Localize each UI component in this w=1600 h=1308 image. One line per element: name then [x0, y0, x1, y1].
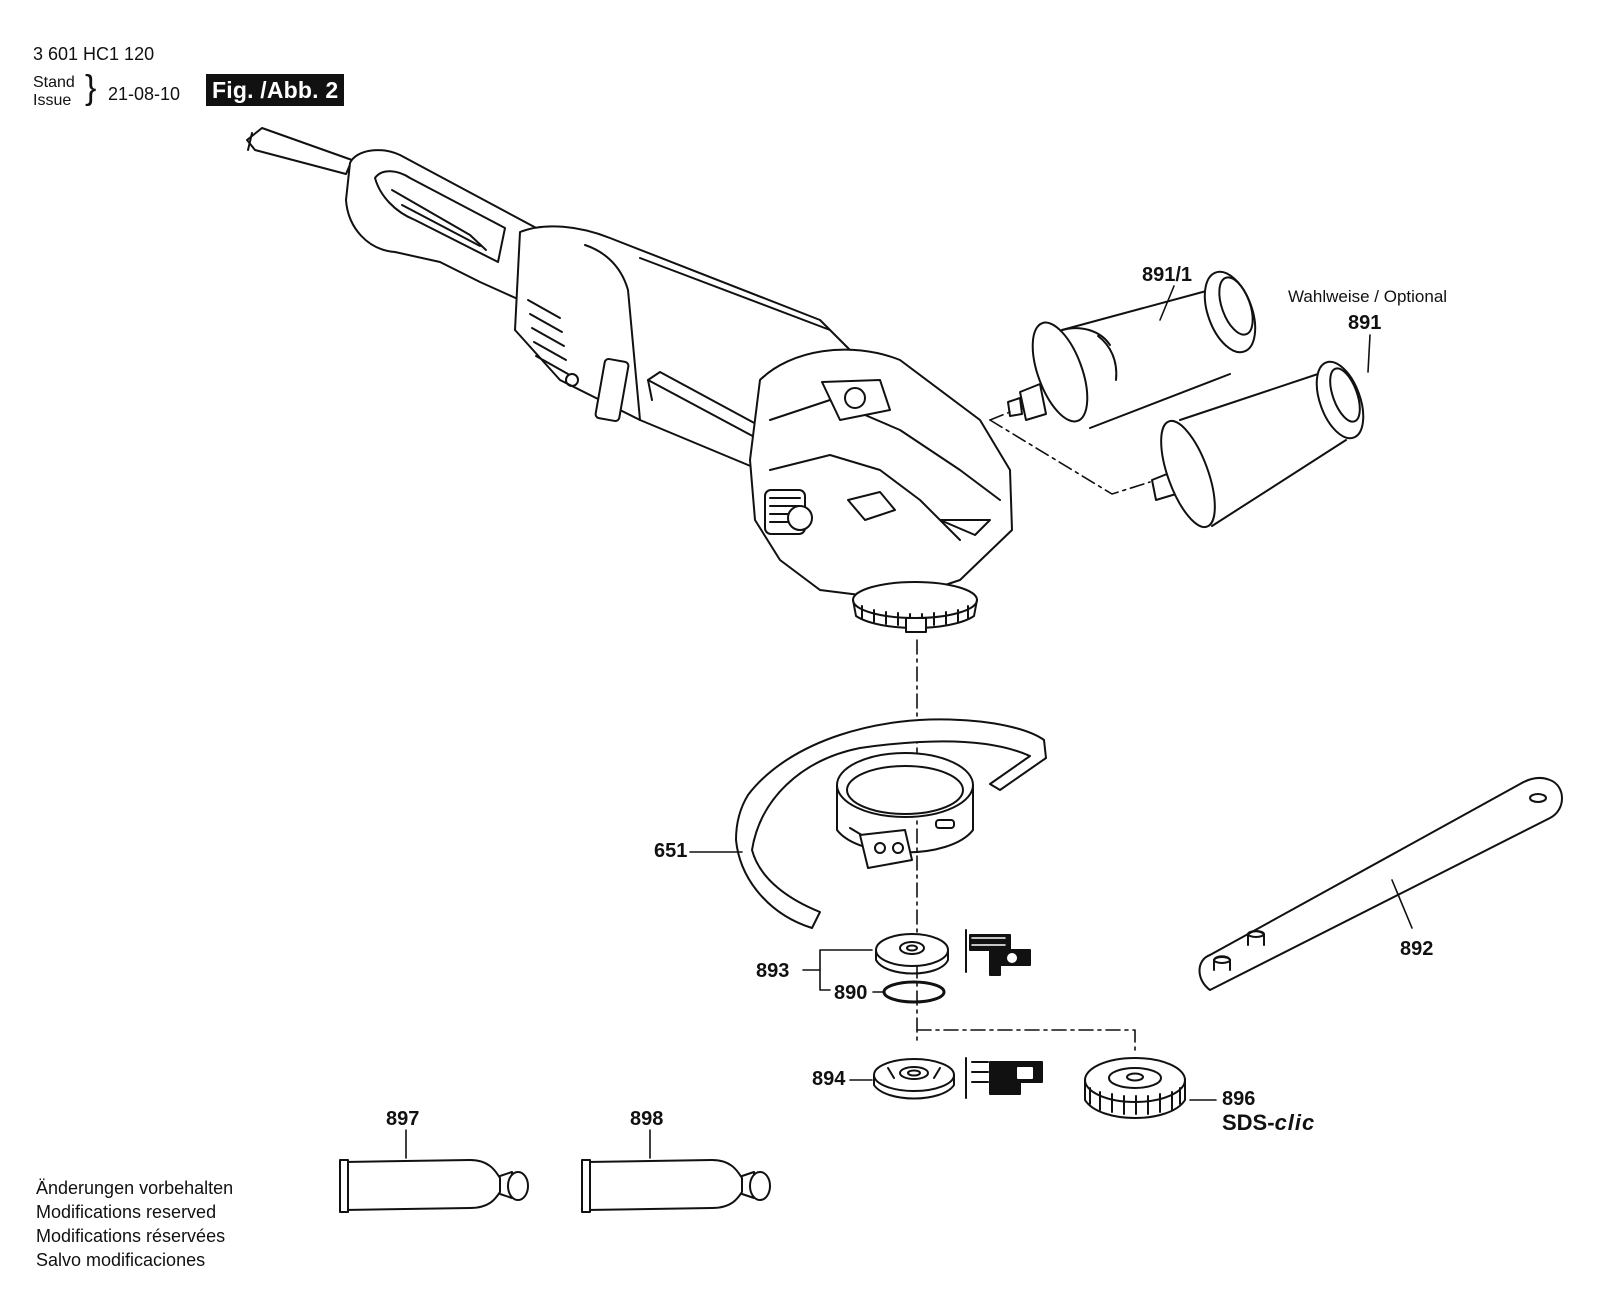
- quick-clamping-nut-896: [1084, 1057, 1186, 1119]
- brace-glyph: }: [85, 69, 97, 107]
- angle-grinder-body: [246, 127, 1013, 633]
- sds-brand-prefix: SDS-: [1222, 1110, 1275, 1135]
- auxiliary-handle-891: [1151, 360, 1365, 529]
- part-number: 3 601 HC1 120: [33, 44, 155, 64]
- figure-label: Fig. /Abb. 2: [206, 74, 345, 106]
- issue-date: 21-08-10: [108, 84, 181, 104]
- part-label-893: 893: [756, 960, 790, 982]
- stand-label: Stand: [33, 74, 75, 91]
- leader-lines: [405, 285, 1413, 1159]
- grease-tube-897: [339, 1159, 529, 1213]
- part-label-898: 898: [630, 1108, 664, 1130]
- notice-line-de: Änderungen vorbehalten: [36, 1178, 234, 1198]
- part-label-896: 896: [1222, 1088, 1256, 1110]
- part-label-897: 897: [386, 1108, 420, 1130]
- part-label-891: 891: [1348, 312, 1382, 334]
- auxiliary-handle-891-1: [1007, 270, 1257, 429]
- notice-line-es: Salvo modificaciones: [36, 1250, 206, 1270]
- sds-clic-brand: SDS-clic: [1222, 1110, 1315, 1136]
- mounting-flange-893: [875, 933, 949, 975]
- part-label-891-1: 891/1: [1142, 264, 1193, 286]
- part-label-894: 894: [812, 1068, 846, 1090]
- clamping-nut-894: [873, 1058, 955, 1100]
- flange-section-symbol-1: [965, 929, 1031, 976]
- two-pin-spanner-892: [1198, 776, 1563, 991]
- part-label-651: 651: [654, 840, 688, 862]
- notice-line-en: Modifications reserved: [36, 1202, 217, 1222]
- sds-brand-suffix: clic: [1274, 1110, 1316, 1135]
- issue-label: Issue: [33, 92, 72, 109]
- protection-guard-651: [735, 718, 1047, 929]
- o-ring-890: [882, 980, 946, 1004]
- grease-tube-898: [581, 1159, 771, 1213]
- notice-line-fr: Modifications réservées: [36, 1226, 226, 1246]
- modifications-notice: Änderungen vorbehalten Modifications res…: [36, 1176, 233, 1272]
- part-label-890: 890: [834, 982, 868, 1004]
- flange-section-symbol-2: [965, 1057, 1043, 1099]
- part-label-892: 892: [1400, 938, 1434, 960]
- optional-note: Wahlweise / Optional: [1288, 287, 1448, 306]
